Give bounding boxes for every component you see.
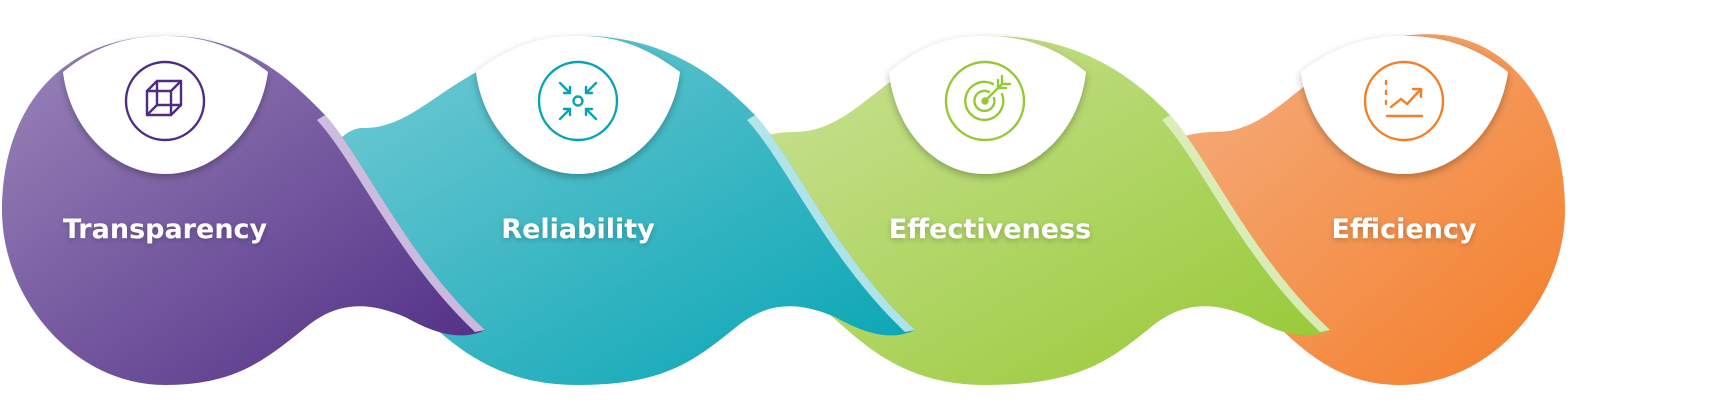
converge-arrows-icon	[537, 60, 619, 142]
step-1-top-ribbon	[317, 115, 485, 332]
step-3-label: Effectiveness	[889, 214, 1091, 245]
trend-chart-icon	[1363, 60, 1445, 142]
cube-icon	[124, 60, 206, 142]
step-3-top-ribbon	[1162, 115, 1330, 332]
step-2-top-ribbon	[747, 115, 915, 332]
step-2-shape	[330, 35, 915, 385]
step-1	[2, 35, 485, 385]
step-3-icon-badge	[889, 36, 1086, 174]
step-1-label: Transparency	[63, 214, 268, 245]
step-4-icon-badge	[1301, 36, 1508, 174]
step-4-label: Efficiency	[1332, 214, 1477, 245]
step-2	[330, 35, 915, 385]
step-2-label: Reliability	[501, 214, 655, 245]
target-icon	[944, 60, 1026, 142]
